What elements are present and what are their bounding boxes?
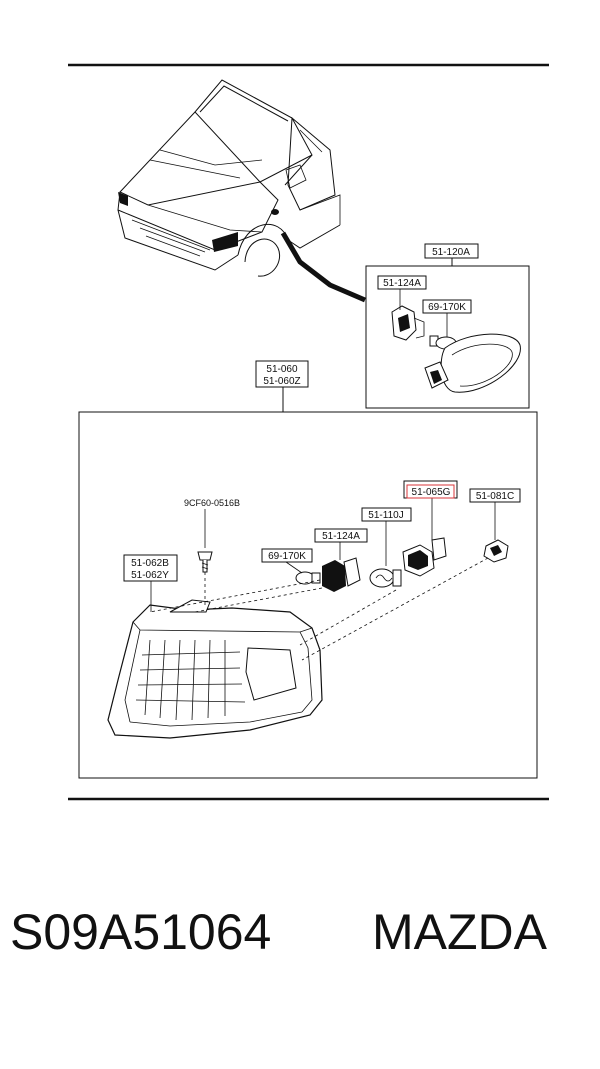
callout-socket: 51-124A <box>322 531 360 542</box>
small-bulb-part <box>285 561 321 585</box>
callout-grommet: 51-081C <box>476 491 514 502</box>
callout-side-bulb: 69-170K <box>428 302 466 313</box>
socket-part <box>322 542 361 592</box>
corner-lamp-lens <box>107 599 323 739</box>
callout-side-marker-assembly: 51-120A <box>432 247 470 258</box>
footer-caption: S09A51064 MAZDA <box>0 895 600 975</box>
side-marker-detail-frame <box>365 265 530 409</box>
callout-socket-highlighted: 51-065G <box>412 487 451 498</box>
part-number-text: S09A51064 <box>10 904 272 960</box>
car-illustration <box>117 79 366 303</box>
assembly-frame <box>78 411 538 779</box>
callout-lens-secondary: 51-062Y <box>131 570 169 581</box>
side-marker-lens-part <box>424 333 521 393</box>
socket-highlighted-part <box>402 498 447 577</box>
callout-side-socket: 51-124A <box>383 278 421 289</box>
parts-diagram: 51-120A 51-124A 69-170K 51-060 51-060Z 9… <box>68 63 549 801</box>
brand-text: MAZDA <box>372 904 547 960</box>
screw-part <box>197 509 213 605</box>
callout-bulb-small: 69-170K <box>268 551 306 562</box>
callout-assembly-primary: 51-060 <box>266 364 298 375</box>
large-bulb-part <box>369 521 402 588</box>
callout-screw: 9CF60-0516B <box>184 498 240 508</box>
callout-bulb-large: 51-110J <box>368 510 403 521</box>
callout-lens-primary: 51-062B <box>131 558 169 569</box>
grommet-part <box>483 502 509 563</box>
side-socket-part <box>391 305 425 341</box>
callout-assembly-secondary: 51-060Z <box>263 376 300 387</box>
side-marker-detail <box>365 258 530 409</box>
